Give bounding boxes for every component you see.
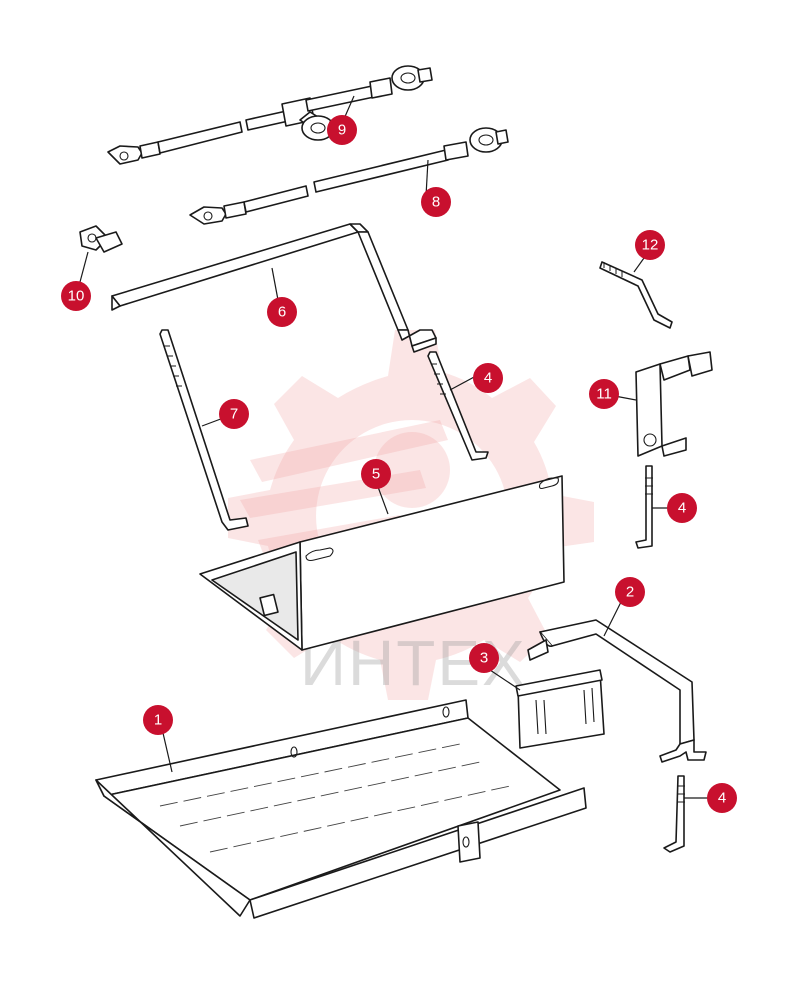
callout-4-c: 4 <box>707 783 737 813</box>
callout-4-a-label: 4 <box>484 370 492 387</box>
callout-4-b-label: 4 <box>678 500 686 517</box>
callout-10-label: 10 <box>68 288 85 305</box>
callout-11-marker <box>589 379 619 409</box>
callout-8-marker <box>421 187 451 217</box>
callout-7: 7 <box>219 399 249 429</box>
callout-2-label: 2 <box>626 584 634 601</box>
clip-part-10 <box>79 225 123 253</box>
callout-6-label: 6 <box>278 304 286 321</box>
callout-4-b: 4 <box>667 493 697 523</box>
callout-4-c-marker <box>707 783 737 813</box>
callout-2: 2 <box>615 577 645 607</box>
callout-12-marker <box>635 230 665 260</box>
callout-8: 8 <box>421 187 451 217</box>
callout-4-a-marker <box>473 363 503 393</box>
callout-11: 11 <box>589 379 619 409</box>
rod-part-12 <box>599 261 673 329</box>
callout-5: 5 <box>361 459 391 489</box>
battery-cable-part-9 <box>107 65 433 165</box>
callout-3-label: 3 <box>480 650 488 667</box>
callout-5-label: 5 <box>372 466 380 483</box>
callout-9-marker <box>327 115 357 145</box>
callout-10: 10 <box>61 281 91 311</box>
callout-7-marker <box>219 399 249 429</box>
callout-3-marker <box>469 643 499 673</box>
callout-6: 6 <box>267 297 297 327</box>
callout-9-label: 9 <box>338 122 346 139</box>
battery-cable-part-8 <box>189 127 509 225</box>
callout-1-label: 1 <box>154 712 162 729</box>
tray-insert-part-5 <box>199 475 565 651</box>
callout-4-b-marker <box>667 493 697 523</box>
hold-down-frame-part-2 <box>527 619 707 763</box>
callout-12-label: 12 <box>642 237 659 254</box>
callout-8-label: 8 <box>432 194 440 211</box>
callout-1: 1 <box>143 705 173 735</box>
callout-4-a: 4 <box>473 363 503 393</box>
callout-12: 12 <box>635 230 665 260</box>
clamp-plate-part-3 <box>515 669 605 749</box>
battery-tray-part-1 <box>95 699 587 919</box>
callout-1-marker <box>143 705 173 735</box>
j-bolt-part-4b <box>635 465 653 549</box>
j-bolt-part-4a <box>427 351 489 461</box>
j-bolt-part-7 <box>159 329 249 531</box>
callout-2-marker <box>615 577 645 607</box>
callout-10-marker <box>61 281 91 311</box>
callout-3: 3 <box>469 643 499 673</box>
callout-9: 9 <box>327 115 357 145</box>
callout-7-label: 7 <box>230 406 238 423</box>
j-bolt-part-4c <box>663 775 685 853</box>
callout-4-c-label: 4 <box>718 790 726 807</box>
callout-11-label: 11 <box>596 386 612 403</box>
callout-5-marker <box>361 459 391 489</box>
callout-6-marker <box>267 297 297 327</box>
bracket-part-11 <box>635 351 713 457</box>
hold-down-bracket-part-6 <box>111 223 437 353</box>
